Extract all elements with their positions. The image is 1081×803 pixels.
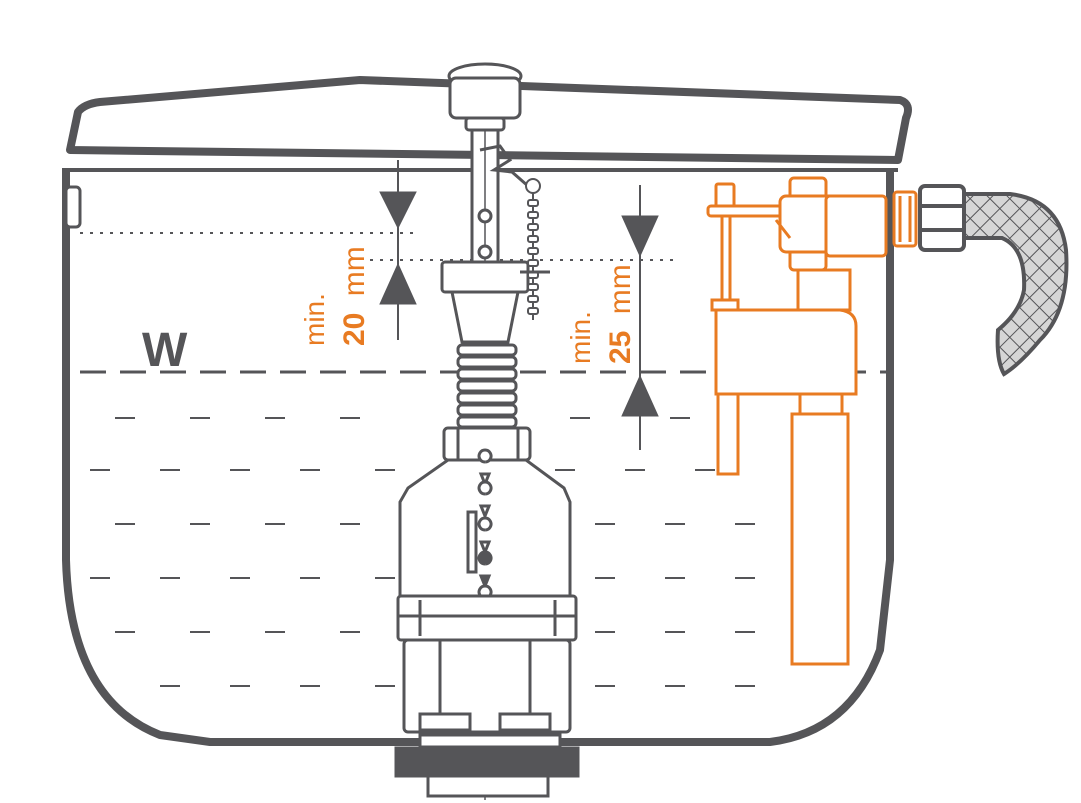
dim-left-prefix: min. xyxy=(299,293,330,346)
flush-valve xyxy=(394,62,580,800)
base-seal xyxy=(418,733,562,749)
dim-right-value: 25 xyxy=(604,331,637,364)
arrow-up-icon xyxy=(621,374,659,417)
supply-hose xyxy=(918,184,1069,377)
fill-tube xyxy=(790,412,850,666)
arrow-down-icon xyxy=(621,215,659,258)
water-dashes xyxy=(90,417,755,687)
bellows xyxy=(456,343,518,429)
label-min-25mm: min. 25 mm xyxy=(565,264,637,364)
svg-text:min.: min. xyxy=(565,311,596,364)
inlet-thread xyxy=(892,190,918,248)
tank-body xyxy=(62,168,894,746)
cistern-tank xyxy=(62,76,912,746)
arrow-up-icon xyxy=(379,262,417,305)
fill-valve xyxy=(706,176,918,666)
tank-lid xyxy=(66,76,912,164)
dim-left-unit: mm xyxy=(338,246,371,296)
float-box xyxy=(714,308,858,396)
base-nut xyxy=(394,746,580,778)
water-level-label: W xyxy=(142,324,188,377)
dim-right-unit: mm xyxy=(604,264,637,314)
dimension-left xyxy=(379,160,417,340)
dim-left-value: 20 xyxy=(338,313,371,346)
fill-valve-body xyxy=(796,268,852,312)
label-min-20mm: min. 20 mm xyxy=(299,246,371,346)
svg-text:min.: min. xyxy=(299,293,330,346)
slot xyxy=(466,510,478,574)
svg-text:25 mm: 25 mm xyxy=(604,264,637,364)
dimension-right xyxy=(621,185,659,450)
arrow-down-icon xyxy=(379,191,417,230)
overflow-notch xyxy=(64,185,82,229)
svg-text:20 mm: 20 mm xyxy=(338,246,371,346)
hose-nut xyxy=(918,184,966,252)
dim-right-prefix: min. xyxy=(565,311,596,364)
flush-button xyxy=(448,76,522,120)
hose-braid xyxy=(962,192,1069,377)
valve-collar xyxy=(396,594,578,642)
float-chain xyxy=(479,144,550,320)
